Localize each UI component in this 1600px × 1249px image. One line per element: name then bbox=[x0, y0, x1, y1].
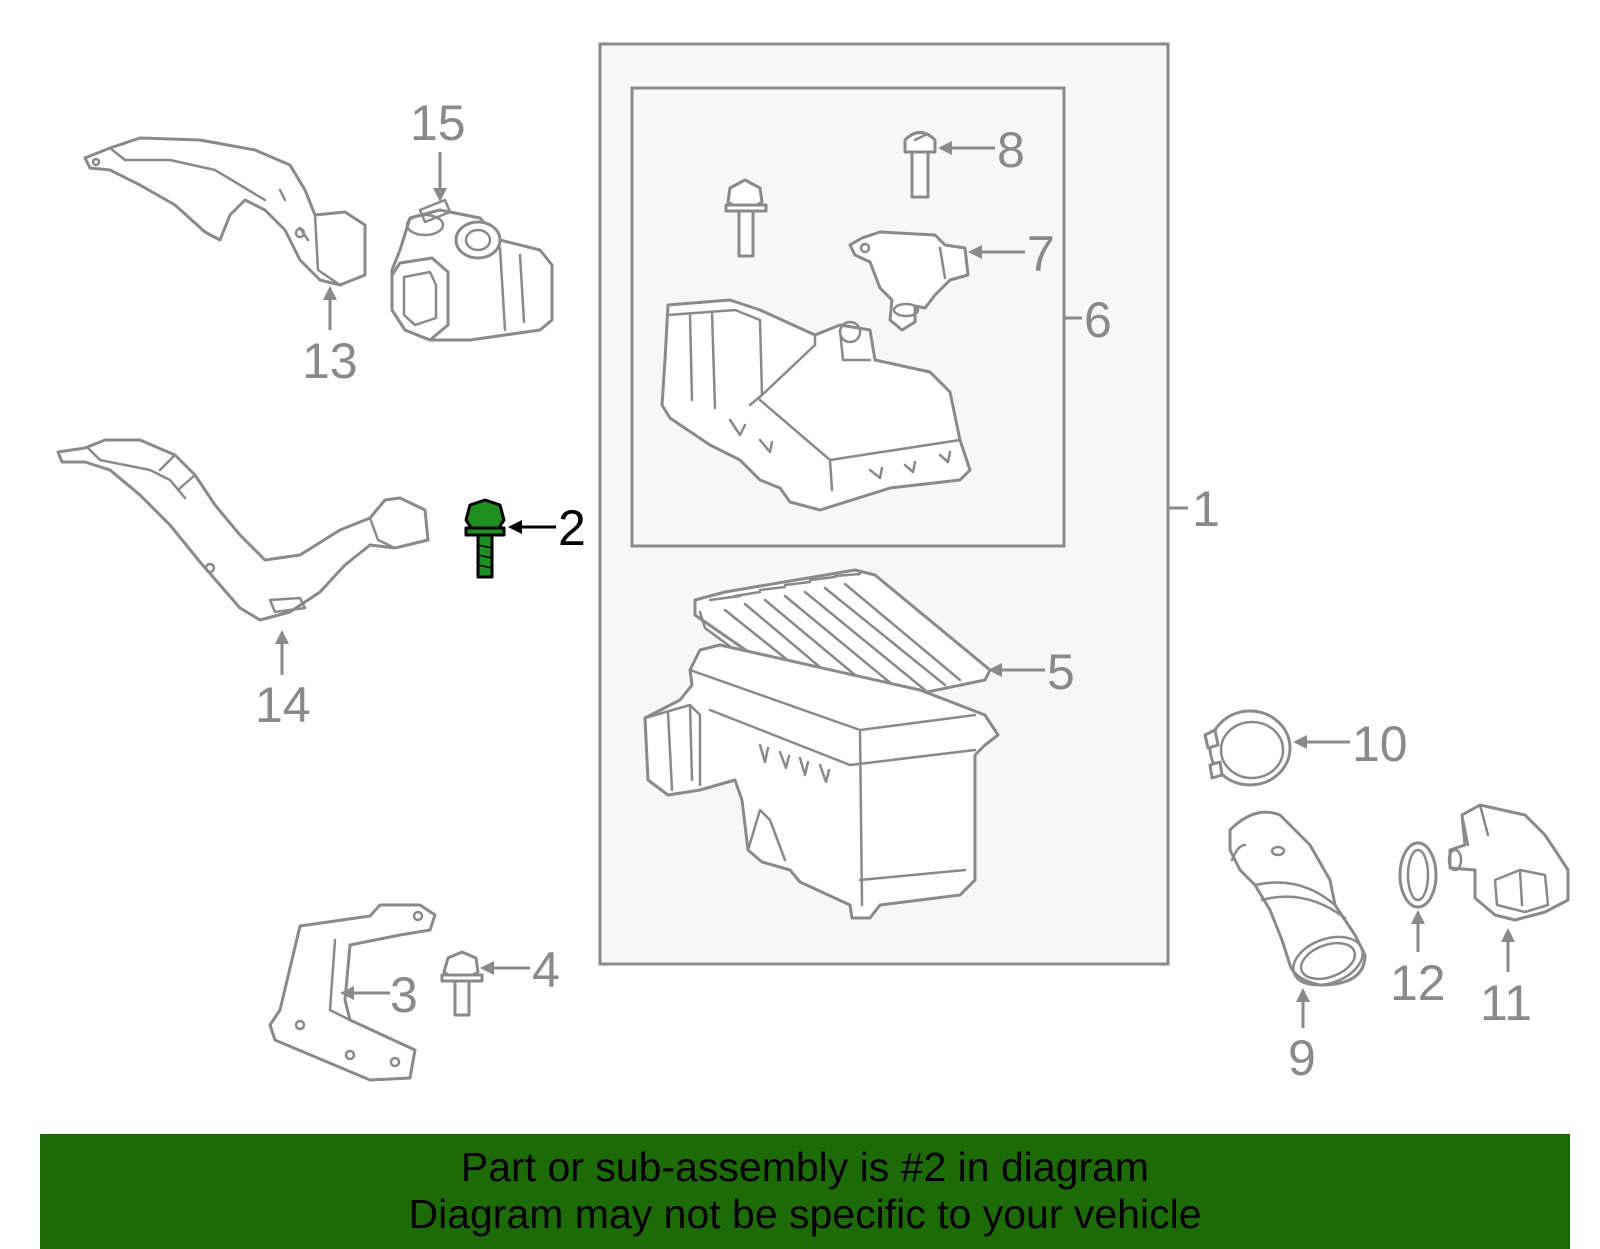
part-8-screw[interactable] bbox=[903, 131, 937, 199]
callout-3: 3 bbox=[390, 967, 418, 1023]
callout-2[interactable]: 2 bbox=[558, 500, 586, 556]
part-10-clamp[interactable] bbox=[1203, 709, 1292, 787]
banner-line-1: Part or sub-assembly is #2 in diagram bbox=[460, 1144, 1150, 1190]
callout-5: 5 bbox=[1047, 644, 1075, 700]
part-6-air-cleaner-cover[interactable] bbox=[660, 298, 972, 512]
callout-6: 6 bbox=[1084, 292, 1112, 348]
leader-lines bbox=[275, 141, 1515, 1028]
part-2-bolt[interactable] bbox=[464, 498, 506, 579]
part-12-gasket[interactable] bbox=[1398, 841, 1438, 909]
callout-14: 14 bbox=[255, 677, 311, 733]
banner-line-2: Diagram may not be specific to your vehi… bbox=[408, 1191, 1202, 1237]
part-9-intake-hose[interactable] bbox=[1228, 810, 1369, 994]
air-cleaner-case[interactable] bbox=[643, 643, 1000, 920]
part-7-sensor[interactable] bbox=[848, 230, 970, 332]
callout-12: 12 bbox=[1390, 955, 1446, 1011]
part-3-bracket[interactable] bbox=[268, 903, 437, 1082]
part-4-bolt[interactable] bbox=[440, 950, 484, 1017]
callout-11: 11 bbox=[1480, 975, 1532, 1031]
diagram-notice-banner: Part or sub-assembly is #2 in diagram Di… bbox=[40, 1134, 1570, 1249]
callout-4: 4 bbox=[532, 942, 560, 998]
part-13-air-duct[interactable] bbox=[83, 136, 367, 287]
leader-part-2 bbox=[508, 520, 556, 534]
callout-10: 10 bbox=[1352, 716, 1408, 772]
callout-15: 15 bbox=[410, 95, 466, 151]
cover-bolt[interactable] bbox=[724, 178, 768, 258]
callout-1: 1 bbox=[1192, 481, 1220, 537]
part-14-air-duct[interactable] bbox=[56, 438, 430, 622]
callout-13: 13 bbox=[302, 333, 358, 389]
callout-9: 9 bbox=[1288, 1030, 1316, 1086]
part-15-resonator[interactable] bbox=[390, 198, 554, 342]
callout-7: 7 bbox=[1027, 226, 1055, 282]
part-11-maf-sensor[interactable] bbox=[1447, 803, 1570, 922]
callout-8: 8 bbox=[997, 122, 1025, 178]
